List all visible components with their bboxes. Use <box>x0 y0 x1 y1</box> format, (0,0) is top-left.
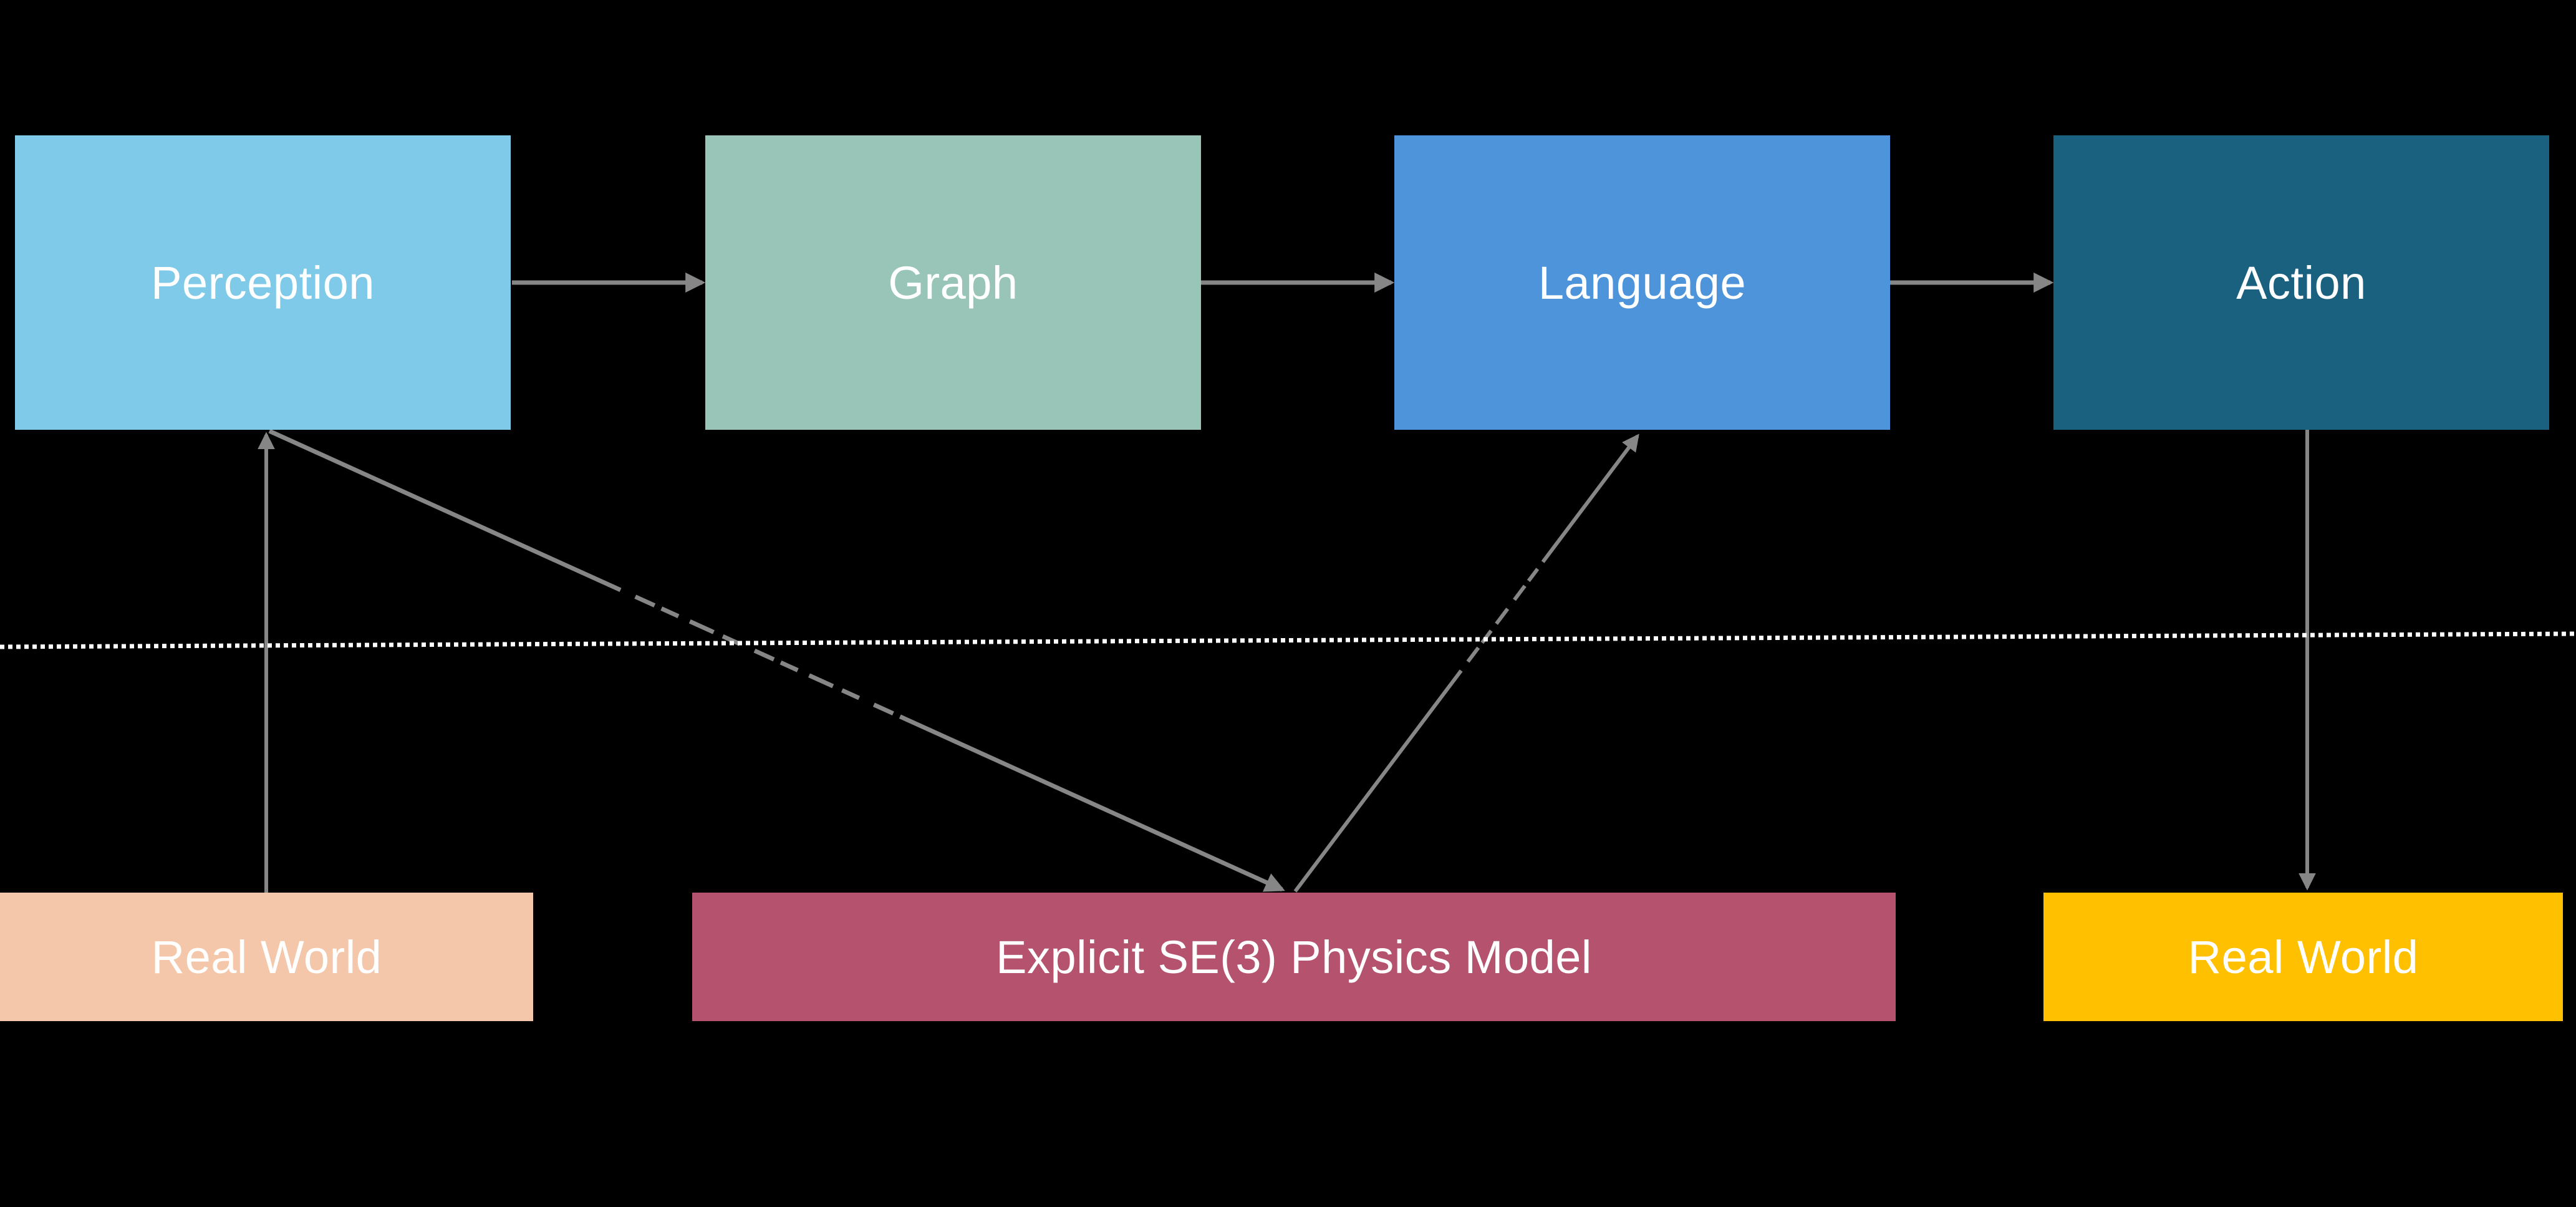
node-real-world-input-label: Real World <box>151 931 382 983</box>
node-real-world-input: Real World <box>0 893 533 1021</box>
node-action: Action <box>2053 135 2549 430</box>
node-real-world-output: Real World <box>2043 893 2563 1021</box>
node-action-label: Action <box>2236 256 2366 309</box>
node-perception-label: Perception <box>151 256 375 309</box>
node-perception: Perception <box>15 135 511 430</box>
node-physics-model: Explicit SE(3) Physics Model <box>692 893 1896 1021</box>
node-graph: Graph <box>705 135 1201 430</box>
node-graph-label: Graph <box>888 256 1018 309</box>
node-language-label: Language <box>1538 256 1747 309</box>
node-physics-model-label: Explicit SE(3) Physics Model <box>996 931 1592 983</box>
node-language: Language <box>1394 135 1890 430</box>
node-real-world-output-label: Real World <box>2188 931 2419 983</box>
dotted-separator-line <box>0 631 2576 649</box>
